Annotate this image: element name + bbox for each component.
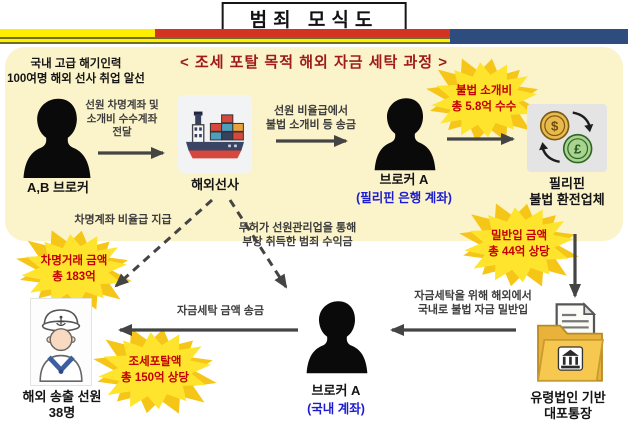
pound-symbol: £ — [574, 142, 582, 157]
callout-smuggled-amount: 밀반입 금액 총 44억 상당 — [458, 203, 580, 287]
edge-criminal-proceeds-label: 무허가 선원관리업을 통해 부당 취득한 범죄 수익금 — [238, 222, 357, 249]
sailor-icon — [39, 309, 83, 382]
broker-a-kr-label: 브로커 A — [311, 383, 361, 398]
ribbon-understripe — [0, 37, 450, 44]
exchange-image-box — [527, 104, 607, 172]
edge-wage-payment-label: 차명계좌 비율급 지급 — [74, 214, 172, 226]
broker-a-ph-account: (필리핀 은행 계좌) — [356, 191, 452, 205]
callout-illegal-fee: 불법 소개비 총 5.8억 수수 — [425, 58, 543, 142]
bankbook-label: 유령법인 기반 대포통장 — [530, 390, 606, 422]
ribbon-red-segment — [155, 29, 450, 37]
ribbon-yellow-segment — [0, 29, 155, 37]
ribbon-navy-segment — [450, 29, 628, 44]
overseas-shipper-label: 해외선사 — [191, 177, 239, 192]
bank-folder-icon — [536, 302, 604, 382]
person-silhouette-icon — [306, 301, 368, 374]
person-silhouette-icon — [374, 98, 436, 171]
currency-exchange-icon: $ £ — [539, 110, 594, 164]
broker-a-ph-label: 브로커 A — [379, 172, 429, 187]
diagram-subtitle: < 조세 포탈 목적 해외 자금 세탁 과정 > — [179, 54, 449, 71]
sailors-label: 해외 송출 선원 38명 — [22, 389, 102, 421]
dollar-symbol: $ — [551, 119, 559, 134]
callout-tax-evasion-text: 조세포탈액 총 150억 상당 — [121, 356, 189, 384]
callout-tax-evasion: 조세포탈액 총 150억 상당 — [92, 328, 218, 414]
callout-borrowed-name: 차명거래 금액 총 183억 — [15, 230, 133, 310]
exchanger-label: 필리핀 불법 환전업체 — [529, 176, 605, 208]
broker-ab-label: A,B 브로커 — [27, 180, 89, 195]
broker-a-kr-account: (국내 계좌) — [307, 402, 365, 416]
edge-smuggle-in-label: 자금세탁을 위해 해외에서 국내로 불법 자금 밀반입 — [414, 290, 532, 317]
callout-illegal-fee-text: 불법 소개비 총 5.8억 수수 — [451, 85, 517, 113]
cargo-ship-icon — [185, 111, 245, 159]
person-silhouette-icon — [23, 98, 91, 178]
edge-accounts-delivery-label: 선원 차명계좌 및 소개비 수수계좌 전달 — [85, 99, 159, 139]
edge-fee-remit-label: 선원 비율급에서 불법 소개비 등 송금 — [265, 105, 357, 132]
recruit-note: 국내 고급 해기인력 100여명 해외 선사 취업 알선 — [7, 58, 145, 85]
callout-borrowed-name-text: 차명거래 금액 총 183억 — [40, 255, 108, 283]
callout-smuggled-amount-text: 밀반입 금액 총 44억 상당 — [488, 230, 550, 258]
edge-launder-remit-label: 자금세탁 금액 송금 — [176, 305, 265, 317]
